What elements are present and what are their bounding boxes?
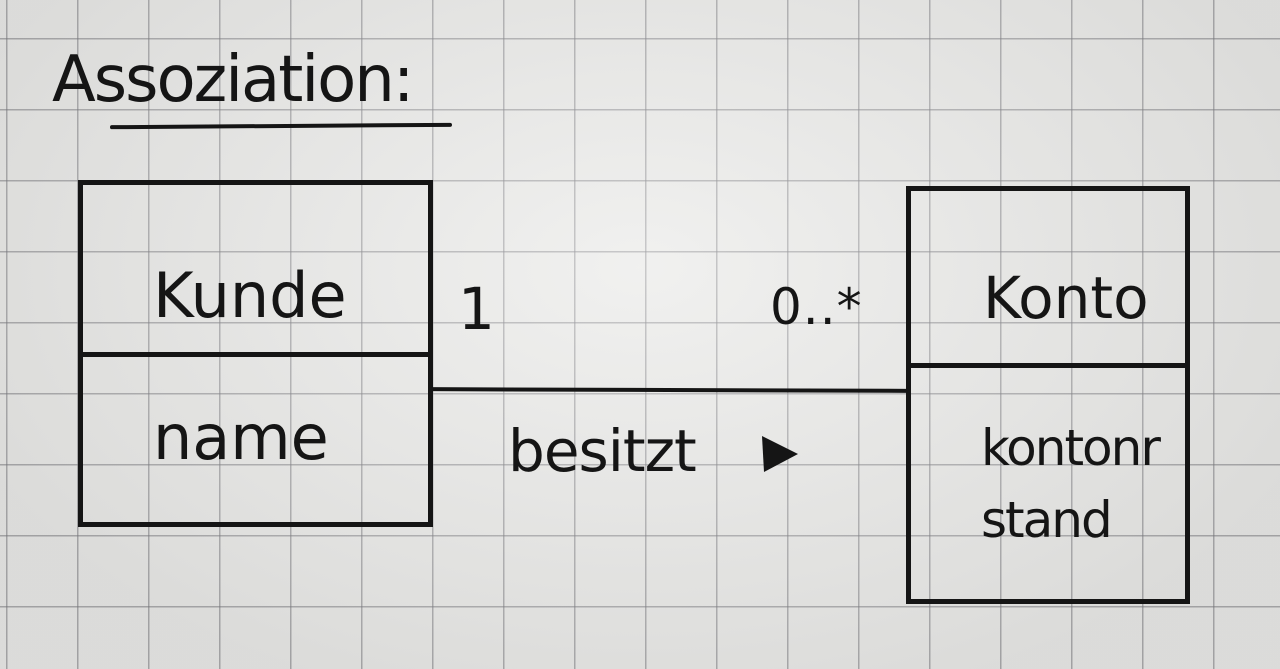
- class-konto-name: Konto: [983, 264, 1149, 332]
- class-konto-attribute: stand: [981, 491, 1113, 549]
- class-kunde-attribute: name: [153, 401, 329, 474]
- association-line: [429, 387, 909, 393]
- multiplicity-right: 0..*: [770, 278, 863, 336]
- class-konto: Konto kontonr stand: [906, 186, 1190, 604]
- association-label: besitzt: [508, 417, 697, 485]
- class-kunde-divider: [83, 352, 428, 357]
- class-kunde: Kunde name: [78, 180, 433, 527]
- title-underline: [109, 122, 453, 130]
- multiplicity-left: 1: [458, 275, 495, 343]
- class-konto-attribute-list: kontonr stand: [981, 419, 1161, 567]
- diagram-title: Assoziation:: [52, 43, 414, 117]
- class-konto-attribute: kontonr: [981, 419, 1161, 477]
- class-kunde-name: Kunde: [153, 259, 347, 332]
- direction-arrow-icon: [762, 436, 798, 472]
- class-konto-divider: [911, 363, 1185, 368]
